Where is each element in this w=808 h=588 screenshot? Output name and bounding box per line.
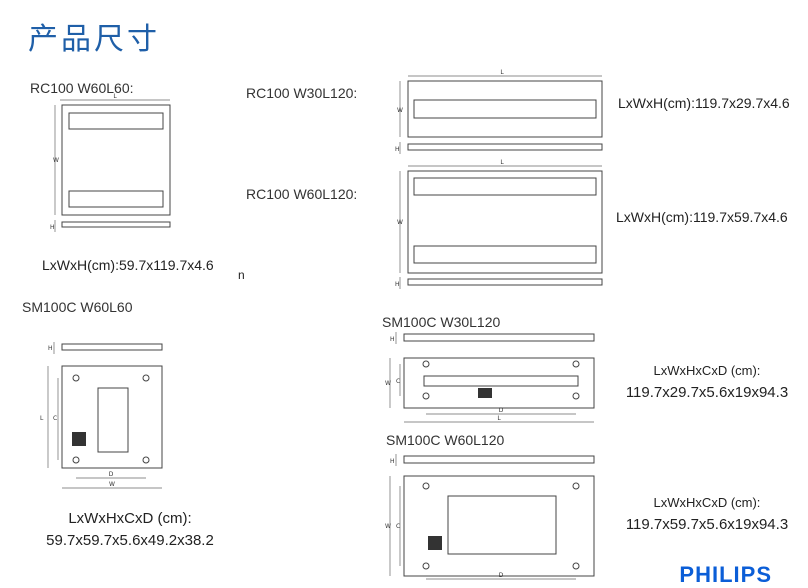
svg-text:H: H — [390, 458, 395, 465]
drawing-rc100-w30l120: L W H — [395, 69, 603, 154]
model-label-rc100-w60l60: RC100 W60L60: — [30, 80, 134, 96]
dimensions-value: 59.7x59.7x5.6x49.2x38.2 — [46, 532, 214, 549]
model-label-sm100c-w30l120: SM100C W30L120 — [382, 314, 501, 330]
dimensions-value: 119.7x59.7x5.6x19x94.3 — [625, 516, 789, 533]
svg-text:C: C — [53, 415, 57, 422]
dimensions-rc100-w60l60: LxWxH(cm):59.7x119.7x4.6 — [42, 257, 214, 273]
drawing-rc100-w60l120: L W H — [395, 159, 603, 289]
svg-text:W: W — [397, 219, 403, 226]
dimensions-label: LxWxHxCxD (cm): — [653, 495, 761, 510]
model-label-sm100c-w60l120: SM100C W60L120 — [386, 432, 505, 448]
svg-text:W: W — [397, 107, 403, 114]
model-label-rc100-w60l120: RC100 W60L120: — [246, 186, 358, 202]
drawing-sm100c-w60l60: H L C D W — [40, 342, 163, 489]
svg-text:L: L — [500, 69, 504, 76]
dimensions-rc100-w30l120: LxWxH(cm):119.7x29.7x4.6 — [618, 95, 790, 111]
dimensions-value: 119.7x29.7x5.6x19x94.3 — [625, 384, 789, 401]
dimensions-label: LxWxHxCxD (cm): — [653, 363, 761, 378]
svg-text:D: D — [499, 572, 504, 579]
svg-text:D: D — [109, 471, 114, 478]
dim-label-w: W — [53, 157, 59, 164]
svg-text:C: C — [396, 378, 400, 385]
svg-text:L: L — [500, 159, 504, 166]
svg-text:L: L — [497, 415, 501, 422]
svg-text:W: W — [385, 523, 391, 530]
dimensions-sm100c-w60l60: LxWxHxCxD (cm): 59.7x59.7x5.6x49.2x38.2 — [20, 508, 240, 552]
page-title: 产品尺寸 — [28, 22, 160, 57]
svg-text:L: L — [40, 415, 44, 422]
svg-text:W: W — [385, 380, 391, 387]
drawing-sm100c-w30l120: H W C D L — [385, 332, 595, 423]
svg-text:H: H — [395, 281, 400, 288]
dimensions-sm100c-w30l120: LxWxHxCxD (cm): 119.7x29.7x5.6x19x94.3 — [612, 360, 802, 404]
drawing-rc100-w60l60: L W H — [50, 93, 171, 232]
svg-text:H: H — [390, 336, 395, 343]
svg-text:H: H — [395, 146, 400, 153]
svg-text:D: D — [499, 407, 504, 414]
dimensions-label: LxWxHxCxD (cm): — [68, 510, 192, 527]
dim-label-h: H — [50, 224, 55, 231]
dimensions-sm100c-w60l120: LxWxHxCxD (cm): 119.7x59.7x5.6x19x94.3 — [612, 492, 802, 536]
dimensions-rc100-w60l120: LxWxH(cm):119.7x59.7x4.6 — [616, 209, 788, 225]
dim-label-l: L — [113, 93, 117, 100]
svg-text:C: C — [396, 523, 400, 530]
drawing-sm100c-w60l120: H W C D — [385, 454, 595, 580]
svg-text:W: W — [109, 481, 115, 488]
model-label-sm100c-w60l60: SM100C W60L60 — [22, 299, 133, 315]
philips-logo: PHILIPS — [679, 562, 772, 587]
model-label-rc100-w30l120: RC100 W30L120: — [246, 85, 358, 101]
svg-text:H: H — [48, 345, 53, 352]
stray-mark: n — [238, 268, 245, 282]
